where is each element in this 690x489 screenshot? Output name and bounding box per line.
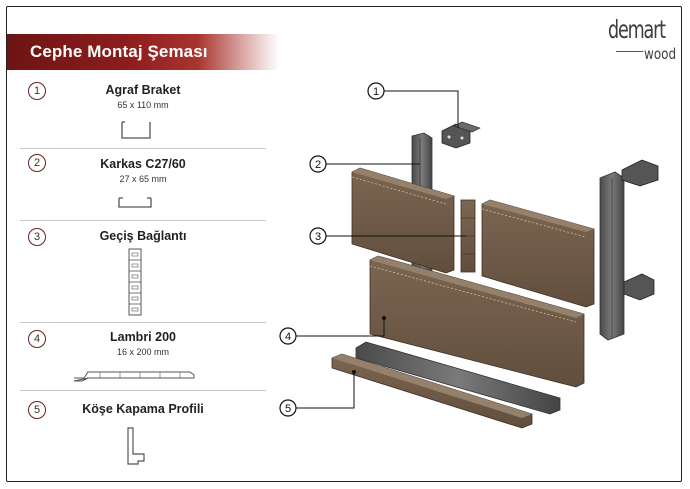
part-number-2: 2: [28, 154, 46, 172]
brand-logo: demart wood: [608, 15, 676, 71]
c-profile-icon: [118, 197, 152, 208]
part-number-4: 4: [28, 330, 46, 348]
title-banner: [7, 34, 279, 70]
lambri-panel-large: [369, 255, 585, 388]
joint-strip-icon: [128, 248, 142, 316]
page-frame: [6, 6, 682, 482]
callout-label-4: 4: [285, 331, 291, 343]
separator-3: [20, 322, 266, 323]
agraf-bracket: [441, 121, 481, 149]
corner-profile-icon: [127, 427, 145, 465]
separator-1: [20, 148, 266, 149]
part-dimension-2: 27 x 65 mm: [119, 174, 167, 184]
logo-sub-text: wood: [644, 45, 677, 63]
callout-4: 4: [279, 316, 386, 345]
page-title: Cephe Montaj Şeması: [30, 42, 208, 61]
part-number-1: 1: [28, 82, 46, 100]
callout-label-1: 1: [373, 86, 379, 98]
separator-4: [20, 390, 266, 391]
callout-label-5: 5: [285, 403, 291, 415]
part-name-3: Geçiş Bağlantı: [99, 229, 187, 243]
part-item-5: Köşe Kapama Profili: [20, 402, 266, 462]
part-name-2: Karkas C27/60: [100, 157, 186, 171]
part-name-4: Lambri 200: [109, 330, 176, 344]
callout-label-2: 2: [315, 159, 321, 171]
lambri-profile-icon: [73, 371, 195, 382]
callout-5: 5: [279, 370, 356, 417]
part-item-3: Geçiş Bağlantı: [20, 229, 266, 289]
logo-main-text: demart: [608, 15, 666, 44]
part-name-1: Agraf Braket: [105, 83, 181, 97]
logo-divider: [616, 51, 643, 52]
part-item-2: Karkas C27/60 27 x 65 mm: [20, 157, 266, 217]
lambri-panel-top-left: [351, 167, 455, 274]
lambri-panel-top-right: [481, 199, 595, 308]
part-item-4: Lambri 200 16 x 200 mm: [20, 330, 266, 390]
part-dimension-1: 65 x 110 mm: [117, 100, 169, 110]
callout-2: 2: [309, 155, 420, 173]
bracket-profile-icon: [121, 121, 151, 139]
separator-2: [20, 220, 266, 221]
carcass-profile-right: [599, 159, 659, 341]
part-item-1: Agraf Braket 65 x 110 mm: [20, 83, 266, 143]
part-name-5: Köşe Kapama Profili: [82, 402, 204, 416]
part-number-3: 3: [28, 228, 46, 246]
callout-1: 1: [367, 82, 459, 128]
corner-closing-profile: [331, 353, 533, 429]
carcass-rail: [355, 341, 561, 415]
part-number-5: 5: [28, 401, 46, 419]
part-dimension-4: 16 x 200 mm: [116, 347, 170, 357]
callout-3: 3: [309, 227, 466, 245]
callout-label-3: 3: [315, 231, 321, 243]
